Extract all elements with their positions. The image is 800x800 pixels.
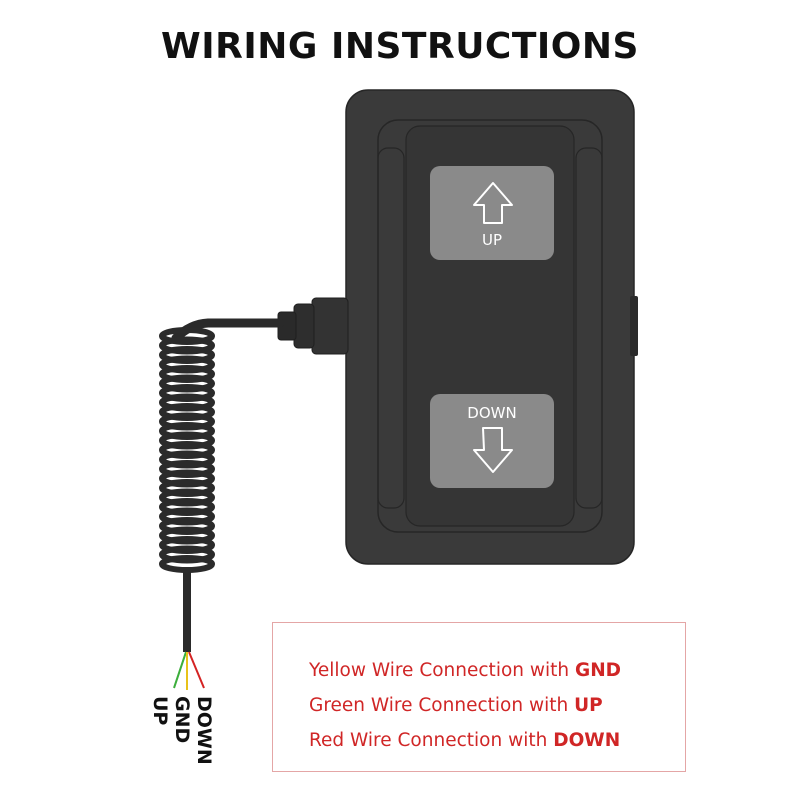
arrow-down-icon xyxy=(473,427,513,473)
wire-label-up: UP xyxy=(149,696,171,725)
wire-label-down: DOWN xyxy=(193,696,215,765)
instruction-yellow: Yellow Wire Connection with GND xyxy=(309,660,622,681)
instruction-red: Red Wire Connection with DOWN xyxy=(309,730,621,751)
instructions-box: Yellow Wire Connection with GND Green Wi… xyxy=(272,622,686,772)
up-button[interactable]: UP xyxy=(430,166,554,260)
green-wire xyxy=(173,651,187,689)
instruction-green: Green Wire Connection with UP xyxy=(309,695,603,716)
coil-loop xyxy=(159,555,215,573)
wire-ends xyxy=(173,651,205,690)
arrow-up-icon xyxy=(473,182,513,224)
page-title: WIRING INSTRUCTIONS xyxy=(161,26,639,67)
cable-gland xyxy=(277,297,349,355)
down-button-label: DOWN xyxy=(467,404,516,422)
wire-label-gnd: GND xyxy=(171,696,193,743)
red-wire xyxy=(188,651,205,689)
coiled-cable xyxy=(159,327,215,573)
down-button[interactable]: DOWN xyxy=(430,394,554,488)
cable xyxy=(171,318,285,652)
up-button-label: UP xyxy=(482,231,502,249)
switch-housing xyxy=(345,89,638,565)
